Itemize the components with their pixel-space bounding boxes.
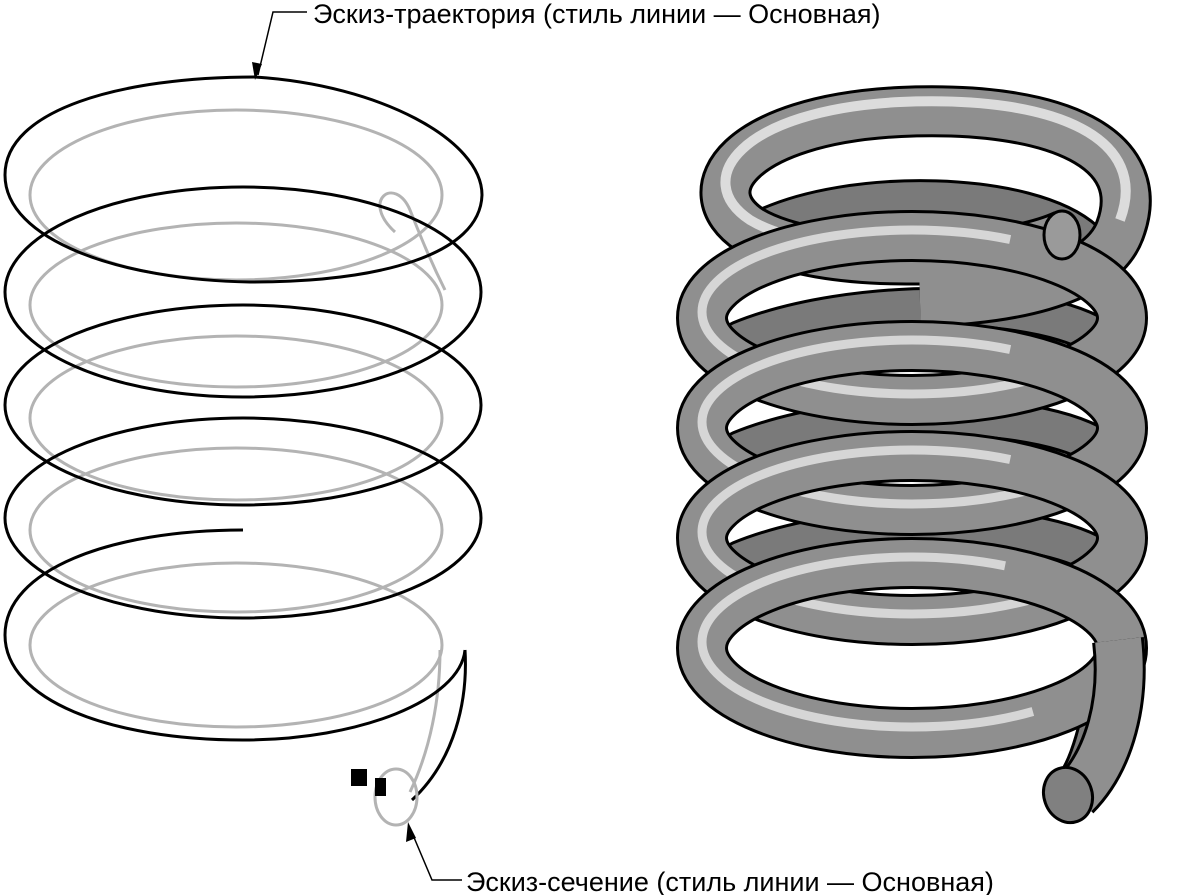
section-label: Эскиз-сечение (стиль линии — Основная) [466, 867, 994, 895]
helix-sketch [3, 75, 484, 827]
section-sketch-circle [373, 767, 419, 827]
helix-back-lines [28, 108, 447, 793]
spring-top-end-cap [1042, 209, 1082, 261]
constraint-marker-2 [375, 778, 386, 796]
spring-coil-3 [676, 320, 1148, 536]
trajectory-callout: Эскиз-траектория (стиль линии — Основная… [252, 0, 881, 80]
spring-bottom-end-cap [1041, 765, 1095, 825]
constraint-marker-1 [351, 769, 367, 786]
trajectory-label: Эскиз-траектория (стиль линии — Основная… [313, 0, 881, 29]
spring-coil-2 [676, 210, 1148, 426]
spring-front-coils [676, 85, 1152, 759]
spring-coil-4 [676, 430, 1148, 646]
spring-solid [676, 85, 1152, 825]
section-callout: Эскиз-сечение (стиль линии — Основная) [406, 822, 994, 895]
helix-front-lines [3, 75, 484, 802]
